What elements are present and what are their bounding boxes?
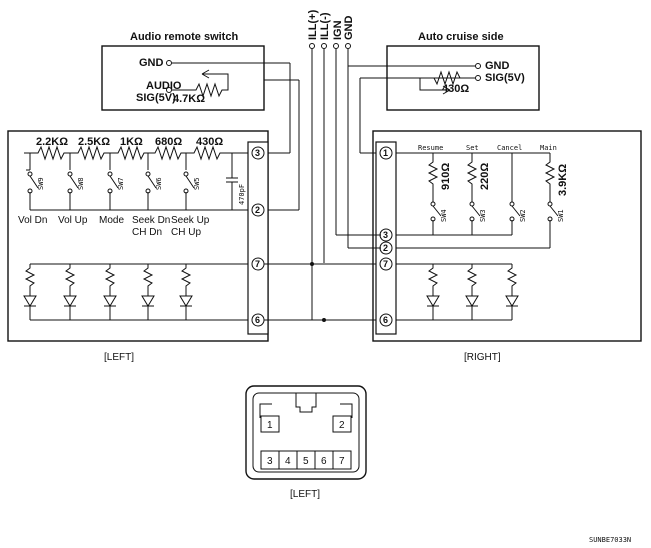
left-sw-label-5: Seek Up [171,215,210,226]
auto-cruise-title: Auto cruise side [418,31,504,43]
connector-pin-7: 7 [339,456,345,467]
left-resistor-2: 2.5KΩ [78,136,110,148]
left-resistor-5: 430Ω [196,136,223,148]
connector-pin-4: 4 [285,456,291,467]
connector-face: 1 2 3 4 5 6 7 [LEFT] [245,385,367,500]
connector-pin-6: 6 [321,456,327,467]
right-resistor-3: 3.9KΩ [557,164,569,196]
audio-remote-title: Audio remote switch [130,31,238,43]
auto-cruise-side: Auto cruise side GND SIG(5V) 430Ω [348,31,540,154]
right-switches: SW4 SW3 SW2 SW1 [430,196,565,248]
connector-pin-1: 1 [267,420,273,431]
cruise-resistor-label: 430Ω [442,83,469,95]
connector-pin-5: 5 [303,456,309,467]
right-switch-name-2: Set [466,144,479,152]
left-capacitor-label: 470pF [238,184,246,205]
right-pin-3: 3 [383,230,388,240]
left-sw-label-1: Vol Dn [18,215,47,226]
right-module-label: [RIGHT] [464,352,501,363]
sw5-id: SW5 [193,177,201,190]
left-sw-label-5b: CH Up [171,227,201,238]
ill-minus-label: ILL(-) [319,12,331,40]
left-switch-module: 2.2KΩ 2.5KΩ 1KΩ 680Ω 430Ω SW9 SW8 SW7 SW… [7,130,269,363]
left-resistor-3: 1KΩ [120,136,143,148]
cruise-gnd-label: GND [485,60,510,72]
sw4-id: SW4 [440,209,448,222]
right-pin-7: 7 [383,259,388,269]
bus-wires: ILL(+) ILL(-) IGN GND [307,9,355,322]
figure-code: SUNBE7033N [589,536,631,544]
audio-gnd-label: GND [139,57,164,69]
left-switches: SW9 SW8 SW7 SW6 SW5 [26,153,201,210]
sw7-id: SW7 [117,177,125,190]
left-resistor-4: 680Ω [155,136,182,148]
right-illumination-leds [396,263,519,321]
right-pin-1: 1 [383,148,388,158]
ign-label: IGN [332,20,344,40]
sw3-id: SW3 [479,209,487,222]
left-pin-2: 2 [255,205,260,215]
left-sw-label-4: Seek Dn [132,215,170,226]
sw8-id: SW8 [77,177,85,190]
connector-label: [LEFT] [290,489,320,500]
audio-resistor-label: 4.7KΩ [173,93,205,105]
audio-label: AUDIO [146,80,182,92]
gnd-label: GND [343,16,355,41]
left-pin-6: 6 [255,315,260,325]
left-resistor-1: 2.2KΩ [36,136,68,148]
left-pin-3: 3 [255,148,260,158]
right-switch-module: Resume Set Cancel Main 910Ω 220Ω 3.9KΩ S… [336,130,642,363]
left-sw-label-3: Mode [99,215,124,226]
connector-pin-2: 2 [339,420,345,431]
right-switch-name-1: Resume [418,144,443,152]
right-switch-name-4: Main [540,144,557,152]
left-sw-label-4b: CH Dn [132,227,162,238]
right-pin-2: 2 [383,243,388,253]
right-resistor-2: 220Ω [479,163,491,190]
sw1-id: SW1 [557,209,565,222]
audio-sig-label: SIG(5V) [136,92,176,104]
cruise-sig-label: SIG(5V) [485,72,525,84]
ill-plus-label: ILL(+) [307,9,319,40]
sw2-id: SW2 [519,209,527,222]
right-pin-6: 6 [383,315,388,325]
left-pin-7: 7 [255,259,260,269]
left-sw-label-2: Vol Up [58,215,88,226]
sw9-id: SW9 [37,177,45,190]
right-resistor-1: 910Ω [440,163,452,190]
audio-remote-switch: Audio remote switch GND AUDIO SIG(5V) 4.… [101,31,300,211]
left-illumination-leds [23,263,248,321]
sw6-id: SW6 [155,177,163,190]
left-module-label: [LEFT] [104,352,134,363]
connector-pin-3: 3 [267,456,273,467]
right-switch-name-3: Cancel [497,144,522,152]
